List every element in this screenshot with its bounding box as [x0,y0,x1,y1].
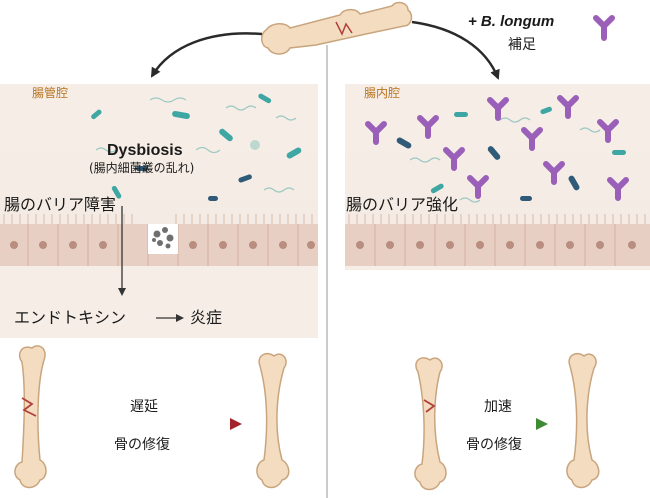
top-fractured-bone-icon [262,3,412,54]
left-lumen-label: 腸管腔 [32,87,68,99]
inflammation-label: 炎症 [190,310,222,326]
endotoxin-label: エンドトキシン [14,310,126,326]
b-longum-legend-icon [596,18,612,38]
dysbiosis-subtitle: (腸内細菌叢の乱れ) [89,162,194,174]
right-speed-label: 加速 [484,400,512,414]
right-repair-label: 骨の修復 [466,438,522,452]
right-barrier-label: 腸のバリア強化 [346,197,458,213]
left-healed-bone-icon [257,354,289,488]
right-healed-bone-icon [567,354,599,488]
supplement-sub-label: 補足 [508,38,536,52]
right-gut-panel [345,84,650,270]
left-fractured-bone-icon [15,346,46,488]
curve-arrow-right [412,22,498,78]
supplement-label: + B. longum [468,14,554,29]
curve-arrow-left [152,33,262,76]
left-repair-label: 骨の修復 [114,438,170,452]
dysbiosis-title: Dysbiosis [107,143,183,159]
right-lumen-label: 腸内腔 [364,87,400,99]
left-barrier-label: 腸のバリア障害 [4,197,116,213]
left-speed-label: 遅延 [130,400,158,414]
right-fractured-bone-icon [415,358,446,490]
